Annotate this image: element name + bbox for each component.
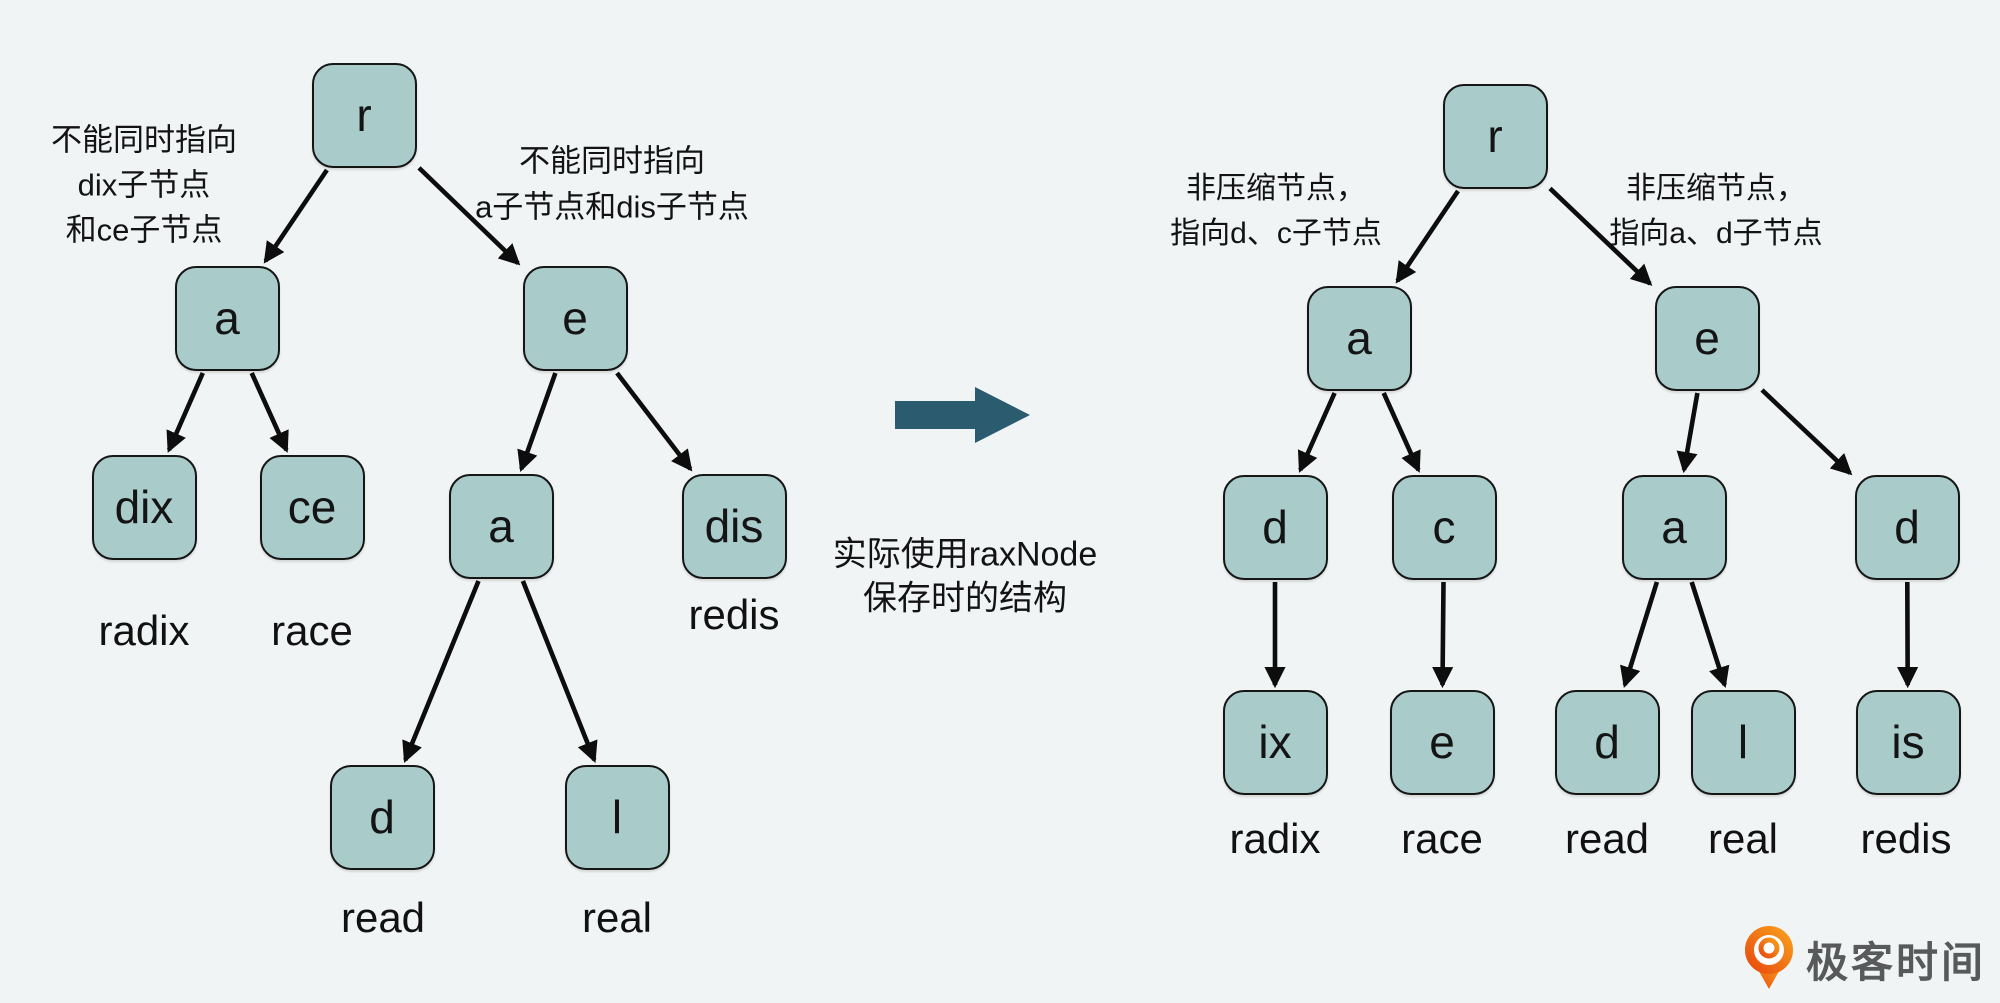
tree-node-dix: dix [91,454,197,560]
transform-arrow [895,387,1030,443]
tree-edge-r-e1 [1548,186,1653,286]
tree-node-d: d [1222,474,1328,580]
word-label-redis: redis [1860,815,1952,862]
tree-node-l: l [564,764,670,870]
tree-edge-e1-a2 [517,372,558,472]
tree-node-c: c [1391,474,1497,580]
tree-node-e: e [522,265,628,371]
tree-node-r: r [311,62,417,168]
annotation-line: 和ce子节点 [65,212,223,248]
tree-node-dis: dis [681,473,787,579]
tree-edge-e1-dis [615,371,693,472]
word-label-real: real [581,894,653,941]
tree-node-a: a [448,473,554,579]
tree-node-a: a [1621,474,1727,580]
annotation-line: dix子节点 [77,167,211,203]
tree-node-e: e [1654,285,1760,391]
annotation-line: 非压缩节点， [1626,172,1806,205]
tree-edge-e1-a2 [1676,392,1700,474]
annotation-line: 非压缩节点， [1186,172,1366,205]
tree-edge-r-a1 [1395,189,1460,284]
word-label-read: read [340,894,426,941]
caption-line: 实际使用raxNode [832,535,1098,574]
geektime-logo: 极客时间 [1742,926,1986,992]
tree-node-d: d [1854,474,1960,580]
tree-node-is: is [1855,689,1961,795]
word-label-read: read [1564,815,1650,862]
tree-node-ce: ce [259,454,365,560]
tree-node-d: d [329,764,435,870]
tree-edge-a1-dix [166,372,205,453]
tree-node-l: l [1690,689,1796,795]
tree-edge-a1-c1 [1381,392,1421,473]
word-label-radix: radix [98,607,190,654]
tree-edge-a1-ce [249,372,289,453]
tree-node-e: e [1389,689,1495,795]
annotation-line: 不能同时指向 [519,143,705,179]
tree-node-ix: ix [1222,689,1328,795]
annotation-line: 指向d、c子节点 [1170,217,1382,250]
tree-edge-r-a1 [263,168,329,264]
tree-node-a: a [174,265,280,371]
tree-edge-c1-e2 [1432,581,1454,689]
tree-edge-a1-d1 [1297,392,1337,473]
caption-line: 保存时的结构 [863,579,1067,618]
geektime-logo-text: 极客时间 [1806,938,1987,986]
annotation-line: 不能同时指向 [51,122,237,158]
tree-edge-a2-l1 [1689,581,1730,689]
word-label-real: real [1707,815,1779,862]
tree-node-a: a [1306,285,1412,391]
tree-node-d: d [1554,689,1660,795]
word-label-race: race [271,607,353,654]
tree-edge-a2-d1 [402,580,481,763]
word-label-race: race [1401,815,1483,862]
tree-node-r: r [1442,83,1548,189]
geektime-pin-icon [1745,926,1793,989]
annotation-line: 指向a、d子节点 [1609,217,1823,250]
tree-edge-a2-d3 [1620,581,1660,689]
word-label-redis: redis [688,591,780,638]
tree-edge-r-e1 [417,166,521,266]
tree-edge-a2-l1 [520,580,598,763]
word-label-radix: radix [1229,815,1321,862]
annotation-line: a子节点和dis子节点 [475,189,749,225]
tree-edge-e1-d2 [1760,388,1853,476]
